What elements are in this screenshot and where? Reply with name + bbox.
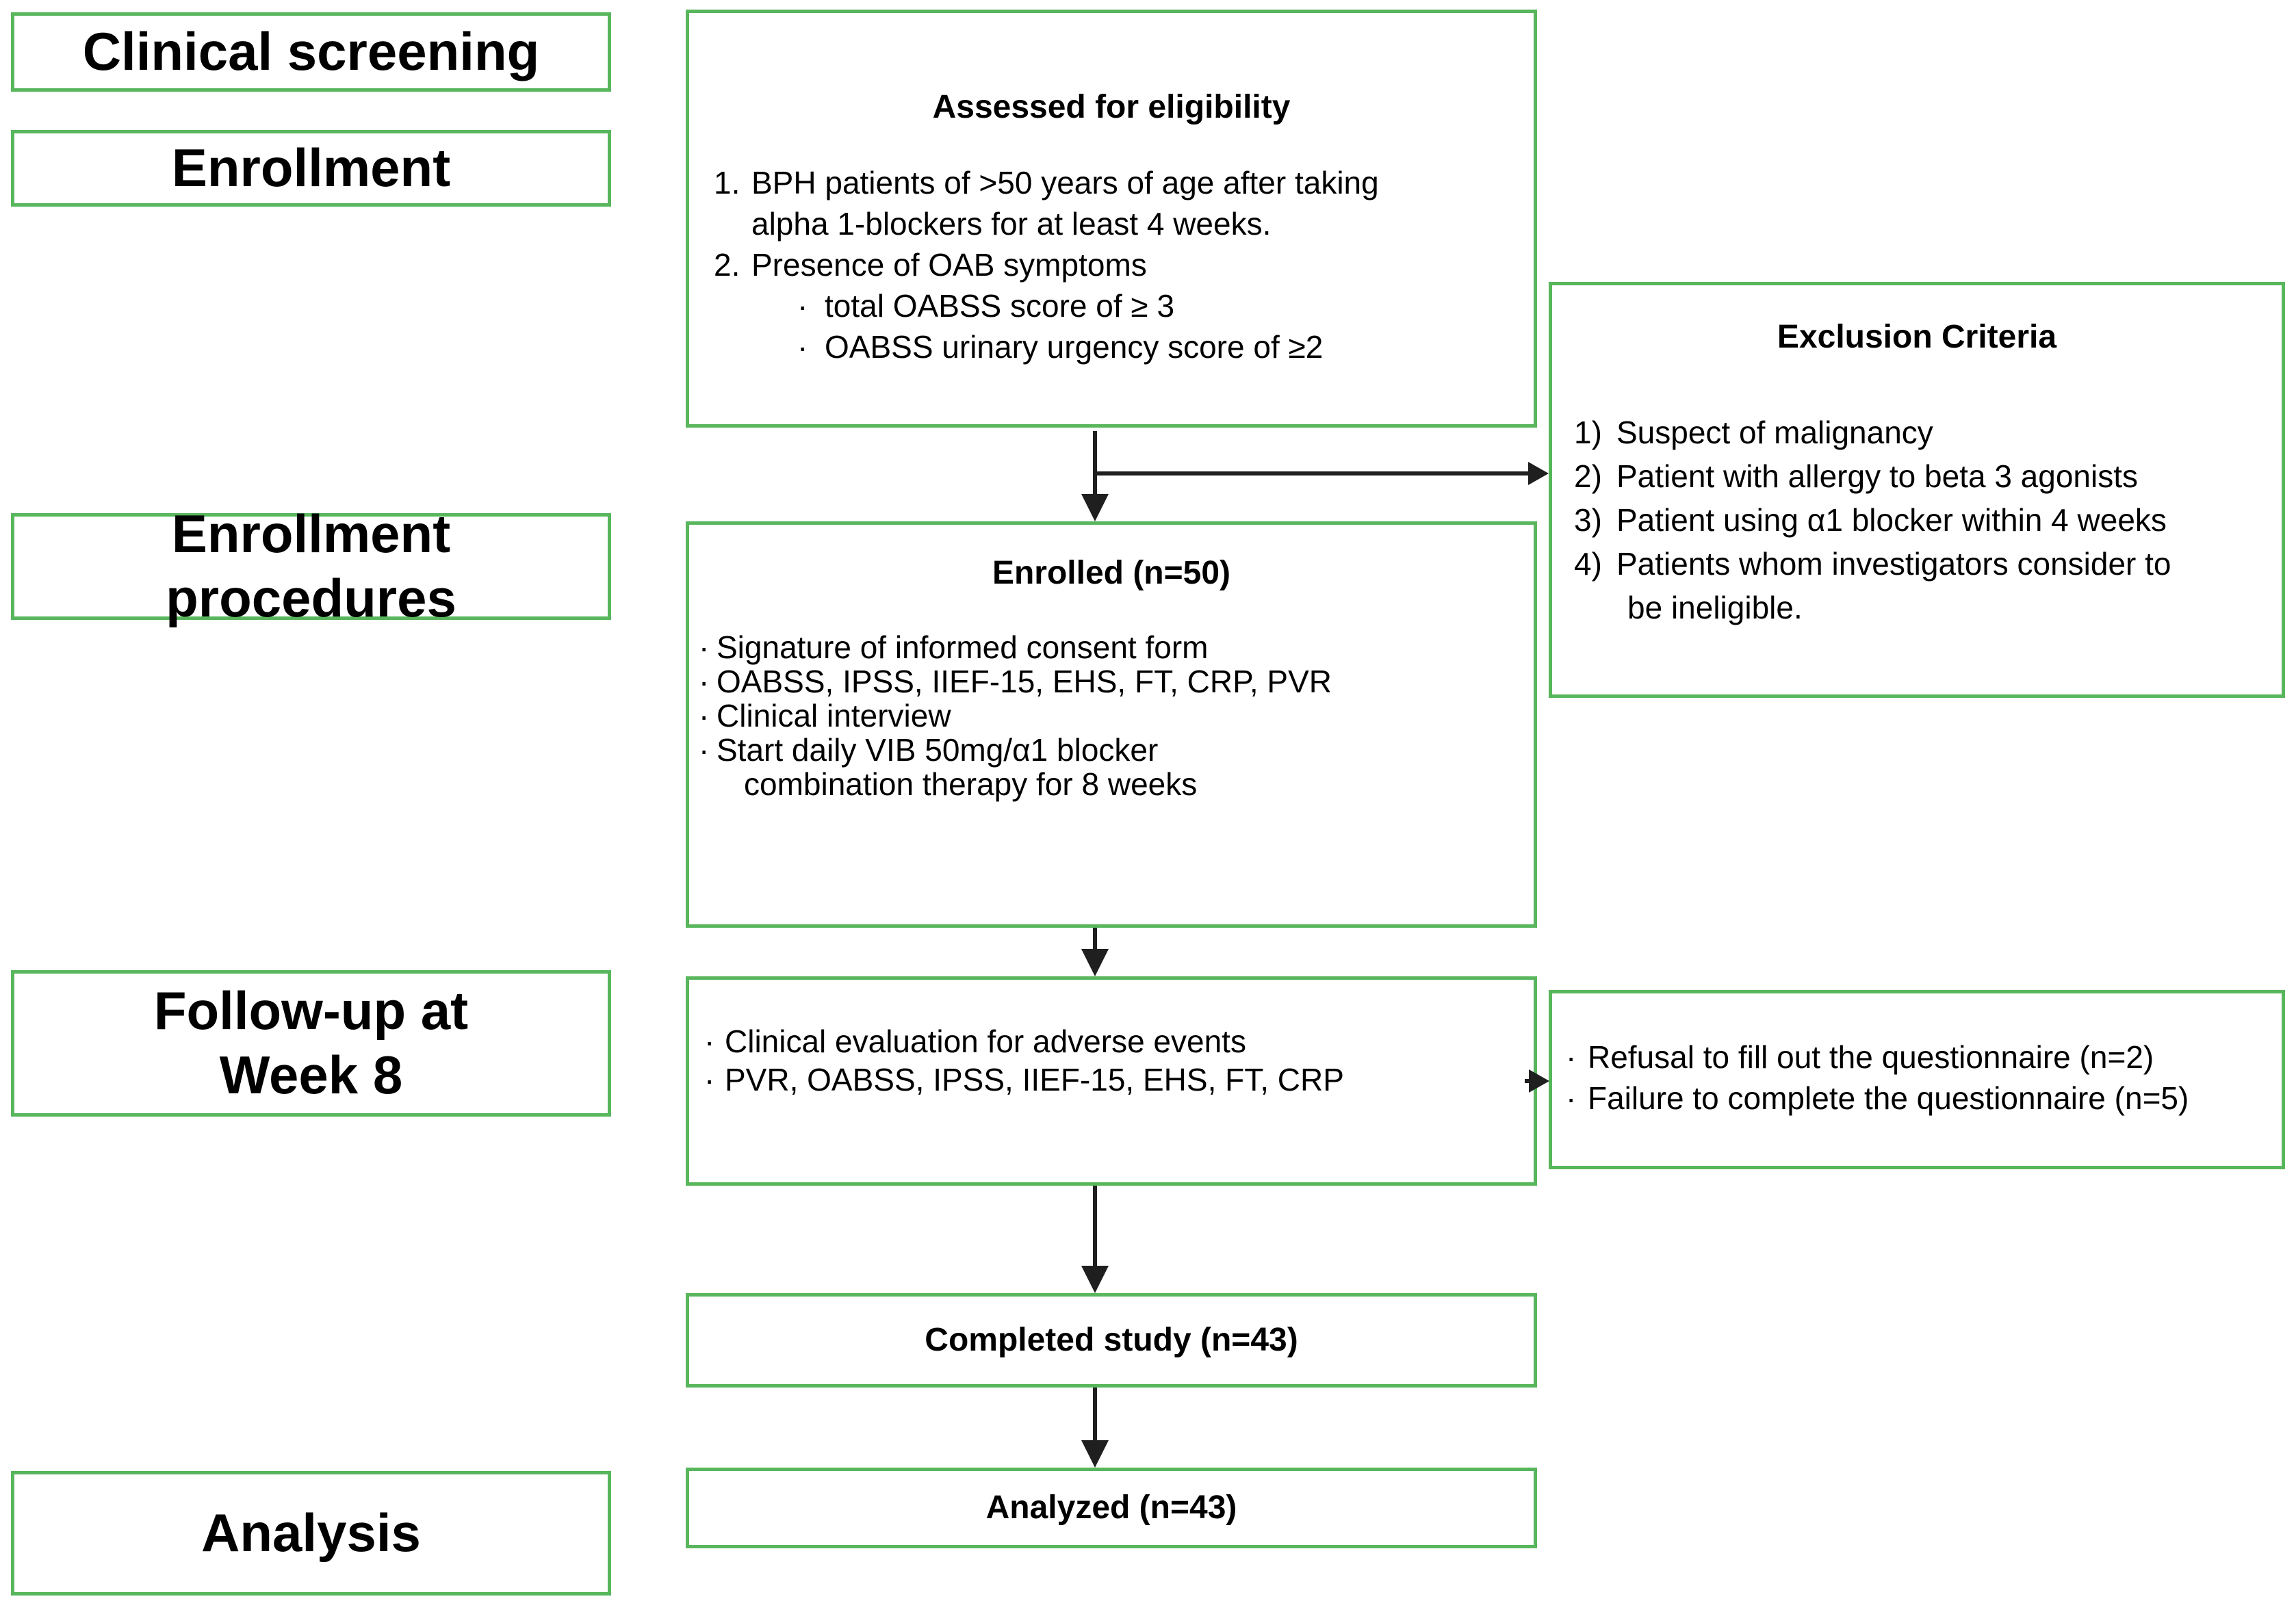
- arrow-enrolled-to-followup-line: [1093, 928, 1097, 952]
- list-item-text: total OABSS score of ≥ 3: [825, 288, 1175, 324]
- arrow-down-icon: [1081, 1440, 1109, 1468]
- assessed-for-eligibility-box: Assessed for eligibility 1. BPH patients…: [686, 10, 1537, 428]
- list-item-text: Failure to complete the questionnaire (n…: [1588, 1080, 2189, 1116]
- list-item: · Refusal to fill out the questionnaire …: [1566, 1037, 2282, 1078]
- arrow-assessed-to-enrolled-line: [1093, 431, 1097, 497]
- arrow-followup-to-completed-line: [1093, 1186, 1097, 1268]
- list-item-text: Clinical evaluation for adverse events: [725, 1024, 1246, 1059]
- list-item-text: Refusal to fill out the questionnaire (n…: [1588, 1039, 2154, 1075]
- list-item: · PVR, OABSS, IPSS, IIEF-15, EHS, FT, CR…: [704, 1060, 1534, 1099]
- stage-label: Clinical screening: [82, 21, 540, 82]
- arrow-completed-to-analyzed-line: [1093, 1388, 1097, 1443]
- stage-box-analysis: Analysis: [11, 1471, 611, 1596]
- eligibility-criteria-list: 1. BPH patients of >50 years of age afte…: [714, 162, 1534, 367]
- stage-box-clinical-screening: Clinical screening: [11, 12, 611, 92]
- list-item-text: Clinical interview: [717, 698, 951, 733]
- list-item-text: Start daily VIB 50mg/α1 blocker: [717, 732, 1159, 768]
- list-item-marker: 3): [1574, 502, 1602, 538]
- bullet-icon: ·: [797, 288, 808, 324]
- box-title: Assessed for eligibility: [932, 89, 1291, 125]
- list-item-marker: 2): [1574, 458, 1602, 494]
- enrollment-procedures-list: · Signature of informed consent form · O…: [699, 630, 1534, 801]
- list-item: be ineligible.: [1574, 586, 2282, 629]
- list-item: 2. Presence of OAB symptoms: [714, 244, 1534, 285]
- list-item: · Clinical evaluation for adverse events: [704, 1022, 1534, 1060]
- list-item-text: be ineligible.: [1627, 590, 1803, 625]
- list-item-text: Patients whom investigators consider to: [1616, 546, 2171, 582]
- list-item: · OABSS, IPSS, IIEF-15, EHS, FT, CRP, PV…: [699, 664, 1534, 699]
- list-item-text: Patient with allergy to beta 3 agonists: [1616, 458, 2139, 494]
- list-item-marker: 1): [1574, 415, 1602, 450]
- exclusion-criteria-list: 1) Suspect of malignancy 2) Patient with…: [1574, 411, 2282, 629]
- stage-label: Analysis: [201, 1502, 421, 1563]
- list-item: · Start daily VIB 50mg/α1 blocker: [699, 733, 1534, 767]
- list-item-marker: 2.: [714, 247, 740, 283]
- list-item-marker: 1.: [714, 165, 740, 200]
- box-title: Enrolled (n=50): [992, 555, 1231, 591]
- list-item: · Signature of informed consent form: [699, 630, 1534, 664]
- bullet-icon: ·: [699, 698, 710, 733]
- arrow-right-icon: [1528, 462, 1549, 485]
- list-item: · Clinical interview: [699, 699, 1534, 733]
- list-item: 4) Patients whom investigators consider …: [1574, 542, 2282, 586]
- stage-box-followup-week8: Follow-up at Week 8: [11, 970, 611, 1117]
- list-item-text: alpha 1-blockers for at least 4 weeks.: [751, 206, 1272, 242]
- exclusion-criteria-box: Exclusion Criteria 1) Suspect of maligna…: [1549, 282, 2285, 698]
- list-item-text: Presence of OAB symptoms: [751, 247, 1147, 283]
- bullet-icon: ·: [704, 1062, 715, 1097]
- list-item-text: combination therapy for 8 weeks: [744, 766, 1198, 802]
- list-item-text: OABSS, IPSS, IIEF-15, EHS, FT, CRP, PVR: [717, 664, 1332, 699]
- analyzed-box: Analyzed (n=43): [686, 1468, 1537, 1548]
- list-item: 2) Patient with allergy to beta 3 agonis…: [1574, 454, 2282, 498]
- bullet-icon: ·: [699, 732, 710, 768]
- box-title: Completed study (n=43): [925, 1322, 1298, 1358]
- list-item: · OABSS urinary urgency score of ≥2: [714, 326, 1534, 367]
- list-item-text: Suspect of malignancy: [1616, 415, 1933, 450]
- arrow-assessed-to-exclusion-line: [1093, 471, 1528, 476]
- dropout-list: · Refusal to fill out the questionnaire …: [1566, 1037, 2282, 1119]
- questionnaire-dropout-box: · Refusal to fill out the questionnaire …: [1549, 990, 2285, 1169]
- arrow-followup-to-dropout-line: [1525, 1079, 1532, 1083]
- list-item-text: Signature of informed consent form: [717, 629, 1209, 665]
- list-item-text: Patient using α1 blocker within 4 weeks: [1616, 502, 2167, 538]
- box-title: Exclusion Criteria: [1777, 319, 2057, 355]
- stage-box-enrollment-procedures: Enrollment procedures: [11, 504, 611, 628]
- list-item-text: PVR, OABSS, IPSS, IIEF-15, EHS, FT, CRP: [725, 1062, 1344, 1097]
- arrow-right-icon: [1529, 1069, 1549, 1093]
- stage-box-enrollment: Enrollment: [11, 130, 611, 207]
- list-item: alpha 1-blockers for at least 4 weeks.: [714, 203, 1534, 244]
- list-item: 1) Suspect of malignancy: [1574, 411, 2282, 454]
- list-item: 3) Patient using α1 blocker within 4 wee…: [1574, 498, 2282, 542]
- followup-list: · Clinical evaluation for adverse events…: [704, 1022, 1534, 1099]
- stage-label: Enrollment procedures: [166, 504, 456, 628]
- arrow-down-icon: [1081, 494, 1109, 521]
- stage-label: Enrollment: [171, 138, 451, 198]
- followup-evaluation-box: · Clinical evaluation for adverse events…: [686, 976, 1537, 1186]
- list-item: · total OABSS score of ≥ 3: [714, 285, 1534, 326]
- enrolled-box: Enrolled (n=50) · Signature of informed …: [686, 521, 1537, 928]
- bullet-icon: ·: [699, 629, 710, 665]
- bullet-icon: ·: [1566, 1039, 1577, 1075]
- bullet-icon: ·: [1566, 1080, 1577, 1116]
- list-item: 1. BPH patients of >50 years of age afte…: [714, 162, 1534, 203]
- list-item-marker: 4): [1574, 546, 1602, 582]
- stage-label: Follow-up at Week 8: [153, 980, 469, 1105]
- list-item: · Failure to complete the questionnaire …: [1566, 1078, 2282, 1119]
- bullet-icon: ·: [699, 664, 710, 699]
- list-item: combination therapy for 8 weeks: [699, 767, 1534, 801]
- bullet-icon: ·: [704, 1024, 715, 1059]
- box-title: Analyzed (n=43): [985, 1489, 1237, 1526]
- list-item-text: BPH patients of >50 years of age after t…: [751, 165, 1379, 200]
- arrow-down-icon: [1081, 1266, 1109, 1293]
- arrow-down-icon: [1081, 949, 1109, 976]
- bullet-icon: ·: [797, 329, 808, 365]
- completed-study-box: Completed study (n=43): [686, 1293, 1537, 1388]
- list-item-text: OABSS urinary urgency score of ≥2: [825, 329, 1324, 365]
